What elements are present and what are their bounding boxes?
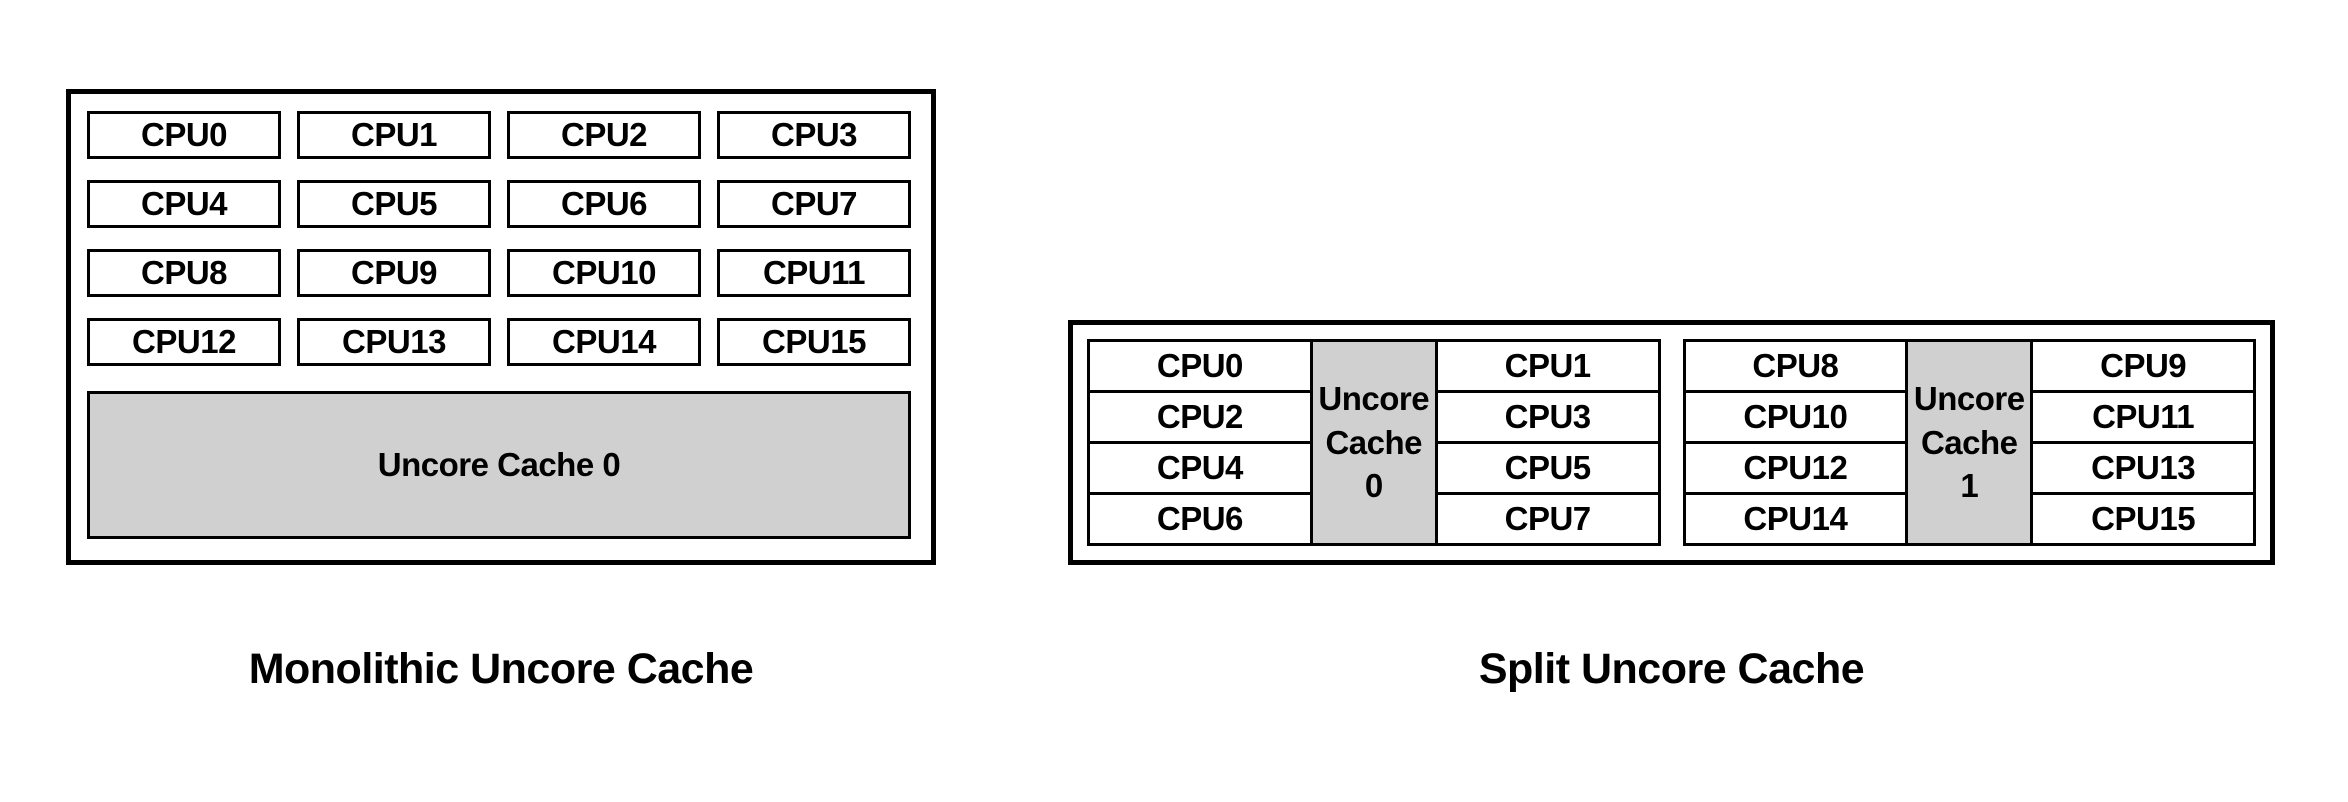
cpu-cell: CPU4 (1090, 444, 1310, 495)
monolithic-cpu-row: CPU4 CPU5 CPU6 CPU7 (87, 180, 911, 228)
uncore-cache-box-1-line3: 1 (1960, 467, 1979, 505)
cpu-box: CPU4 (87, 180, 281, 228)
split-groups-container: CPU0 CPU2 CPU4 CPU6 Uncore Cache 0 CPU1 … (1087, 339, 2256, 546)
cpu-box: CPU14 (507, 318, 701, 366)
uncore-cache-box-1-line2: Cache (1920, 423, 2018, 461)
uncore-cache-box-0-line1: Uncore (1318, 380, 1430, 418)
cpu-box: CPU2 (507, 111, 701, 159)
uncore-cache-box-1-line1: Uncore (1913, 380, 2025, 418)
cpu-box: CPU15 (717, 318, 911, 366)
cpu-cell: CPU3 (1437, 393, 1658, 444)
uncore-cache-box-0-line2: Cache (1325, 423, 1423, 461)
cpu-cell: CPU9 (2033, 342, 2253, 393)
cpu-cell: CPU6 (1090, 495, 1310, 543)
cache-group-1: CPU8 CPU10 CPU12 CPU14 Uncore Cache 1 CP… (1682, 339, 2256, 546)
cache-group-0-right-cpu-column: CPU1 CPU3 CPU5 CPU7 (1437, 342, 1658, 543)
cpu-cell: CPU0 (1090, 342, 1310, 393)
cpu-box: CPU9 (297, 249, 491, 297)
monolithic-cpu-row: CPU12 CPU13 CPU14 CPU15 (87, 318, 911, 366)
cpu-cell: CPU5 (1437, 444, 1658, 495)
cpu-cell: CPU1 (1437, 342, 1658, 393)
cpu-cell: CPU12 (1685, 444, 1906, 495)
cache-group-0-left-cpu-column: CPU0 CPU2 CPU4 CPU6 (1090, 342, 1310, 543)
monolithic-cpu-row: CPU8 CPU9 CPU10 CPU11 (87, 249, 911, 297)
cpu-box: CPU13 (297, 318, 491, 366)
cpu-box: CPU5 (297, 180, 491, 228)
cpu-cell: CPU7 (1437, 495, 1658, 543)
uncore-cache-box-0: Uncore Cache 0 (1309, 342, 1438, 543)
cpu-box: CPU10 (507, 249, 701, 297)
monolithic-cache-box: Uncore Cache 0 (87, 391, 911, 539)
cache-group-0: CPU0 CPU2 CPU4 CPU6 Uncore Cache 0 CPU1 … (1087, 339, 1661, 546)
cpu-box: CPU7 (717, 180, 911, 228)
split-uncore-cache-diagram: CPU0 CPU2 CPU4 CPU6 Uncore Cache 0 CPU1 … (1068, 320, 2275, 565)
cpu-box: CPU6 (507, 180, 701, 228)
monolithic-cpu-row: CPU0 CPU1 CPU2 CPU3 (87, 111, 911, 159)
cpu-cell: CPU13 (2033, 444, 2253, 495)
cpu-box: CPU11 (717, 249, 911, 297)
cpu-cell: CPU15 (2033, 495, 2253, 543)
split-caption: Split Uncore Cache (1478, 645, 1865, 693)
cpu-box: CPU8 (87, 249, 281, 297)
cpu-box: CPU12 (87, 318, 281, 366)
cpu-box: CPU3 (717, 111, 911, 159)
cpu-cell: CPU10 (1685, 393, 1906, 444)
uncore-cache-box-1: Uncore Cache 1 (1905, 342, 2034, 543)
monolithic-caption: Monolithic Uncore Cache (248, 645, 754, 693)
cpu-cell: CPU8 (1685, 342, 1906, 393)
cpu-box: CPU0 (87, 111, 281, 159)
cpu-cell: CPU11 (2033, 393, 2253, 444)
cpu-cell: CPU2 (1090, 393, 1310, 444)
uncore-cache-box-0-line3: 0 (1364, 467, 1383, 505)
cache-group-1-left-cpu-column: CPU8 CPU10 CPU12 CPU14 (1685, 342, 1906, 543)
cpu-cell: CPU14 (1685, 495, 1906, 543)
monolithic-uncore-cache-diagram: CPU0 CPU1 CPU2 CPU3 CPU4 CPU5 CPU6 CPU7 … (66, 89, 936, 565)
cpu-box: CPU1 (297, 111, 491, 159)
monolithic-cpu-grid: CPU0 CPU1 CPU2 CPU3 CPU4 CPU5 CPU6 CPU7 … (87, 111, 911, 366)
cache-group-1-right-cpu-column: CPU9 CPU11 CPU13 CPU15 (2033, 342, 2253, 543)
